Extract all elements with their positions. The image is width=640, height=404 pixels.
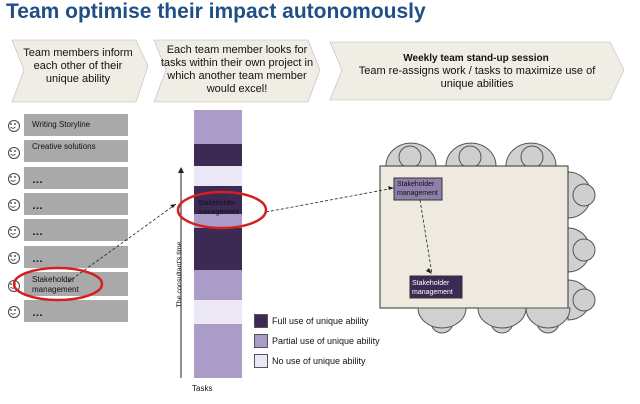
ability-label: …: [32, 226, 44, 238]
time-bar: [194, 110, 242, 378]
bar-segment-partial: [194, 324, 242, 378]
ability-label: …: [32, 200, 44, 212]
chair-icon: [525, 307, 571, 329]
page-title: Team optimise their impact autonomously: [6, 0, 426, 23]
chair-icon: [477, 307, 527, 329]
ability-label: …: [32, 174, 44, 186]
bar-segment-none: [194, 166, 242, 186]
ability-label: Writing Storyline: [32, 120, 91, 129]
ability-label: Creative solutions: [32, 142, 96, 151]
step-2-arrow: [153, 39, 321, 103]
step-1-text: Team members inform each other of their …: [23, 47, 133, 85]
ability-box: …: [24, 167, 128, 189]
card-bottom-label: Stakeholder management: [412, 280, 453, 296]
smiley-icon: [8, 120, 20, 132]
ability-label: Stakeholder management: [32, 275, 79, 294]
smiley-icon: [8, 252, 20, 264]
dashed-connector: [419, 199, 433, 275]
card-top-label: Stakeholder management: [397, 181, 438, 197]
smiley-icon: [8, 306, 20, 318]
ability-box: …: [24, 300, 128, 322]
legend-swatch-full: [254, 314, 268, 328]
step-2-text: Each team member looks for tasks within …: [160, 44, 314, 95]
bar-segment-partial: [194, 270, 242, 300]
step-3-title: Weekly team stand-up session: [403, 53, 549, 64]
ability-label: …: [32, 307, 44, 319]
bar-segment-full: [194, 144, 242, 166]
bar-segment-none: [194, 300, 242, 324]
ability-box: Writing Storyline: [24, 114, 128, 136]
step-1-arrow: [11, 39, 149, 103]
smiley-icon: [8, 147, 20, 159]
chair-icon: [417, 307, 467, 329]
step-3-arrow: [329, 41, 625, 101]
smiley-icon: [8, 199, 20, 211]
highlight-ellipse: [12, 266, 104, 302]
card-top: [393, 177, 443, 201]
bar-segment-full: [194, 186, 242, 214]
bar-segment-full: [194, 228, 242, 270]
ability-box: …: [24, 193, 128, 215]
card-bottom: [409, 275, 463, 299]
legend-label-none: No use of unique ability: [272, 356, 366, 366]
highlight-ellipse: [176, 190, 268, 230]
legend-swatch-partial: [254, 334, 268, 348]
ability-box: …: [24, 246, 128, 268]
dashed-connector: [67, 203, 177, 283]
dashed-connector: [265, 187, 395, 213]
ability-box: Creative solutions: [24, 140, 128, 162]
step-3-text: Team re-assigns work / tasks to maximize…: [358, 65, 596, 90]
smiley-icon: [8, 173, 20, 185]
smiley-icon: [8, 226, 20, 238]
legend-swatch-none: [254, 354, 268, 368]
ability-label: …: [32, 253, 44, 265]
legend-label-partial: Partial use of unique ability: [272, 336, 380, 346]
legend-label-full: Full use of unique ability: [272, 316, 369, 326]
ability-box: Stakeholder management: [24, 272, 128, 296]
ability-box: …: [24, 219, 128, 241]
bar-highlight-label: Stakeholder management: [198, 200, 239, 216]
bar-segment-partial: [194, 110, 242, 144]
x-axis-label: Tasks: [192, 384, 213, 393]
bar-segment-partial: [194, 214, 242, 228]
